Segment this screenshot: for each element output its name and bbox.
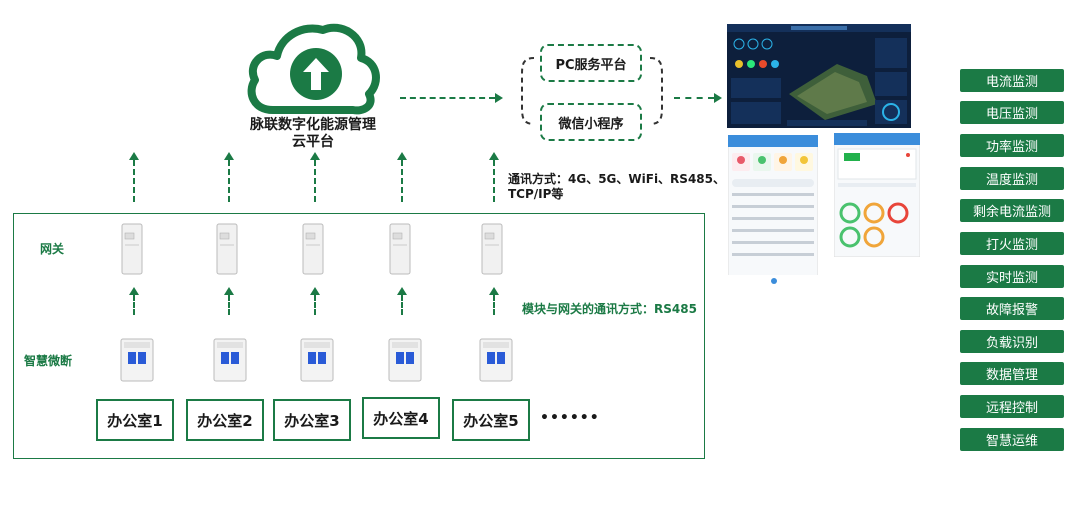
office-box-4: 办公室4 — [362, 397, 440, 439]
gateway-device-4 — [389, 223, 411, 275]
arrow-head-right-icon — [714, 93, 722, 103]
arrow-head-up-icon — [310, 287, 320, 295]
feature-load-identification: 负载识别 — [960, 330, 1064, 353]
arrow-head-up-icon — [489, 287, 499, 295]
office-box-3: 办公室3 — [273, 399, 351, 441]
arrow-head-right-icon — [495, 93, 503, 103]
breaker-label: 智慧微断 — [24, 354, 73, 368]
arrow-cloud-to-platform — [400, 97, 495, 99]
office-box-1: 办公室1 — [96, 399, 174, 441]
feature-current-monitoring: 电流监测 — [960, 69, 1064, 92]
feature-power-monitoring: 功率监测 — [960, 134, 1064, 157]
gateway-device-5 — [481, 223, 503, 275]
arrow-head-up-icon — [129, 152, 139, 160]
module-arrow-2 — [228, 295, 230, 315]
arrow-head-up-icon — [310, 152, 320, 160]
site-container — [13, 213, 705, 459]
uplink-arrow-2 — [228, 160, 230, 202]
platform-bracket — [521, 57, 663, 125]
uplink-arrow-3 — [314, 160, 316, 202]
pc-dashboard-screenshot — [727, 24, 911, 128]
feature-residual-current-monitoring: 剩余电流监测 — [960, 199, 1064, 222]
mobile-app-screenshot-2 — [834, 133, 920, 257]
feature-arc-monitoring: 打火监测 — [960, 232, 1064, 255]
arrow-head-up-icon — [397, 152, 407, 160]
feature-smart-operation: 智慧运维 — [960, 428, 1064, 451]
cloud-upload-icon — [247, 23, 380, 115]
pc-platform-box: PC服务平台 — [540, 44, 642, 82]
module-comm-text: 模块与网关的通讯方式：RS485 — [522, 302, 697, 316]
uplink-arrow-1 — [133, 160, 135, 202]
uplink-arrow-5 — [493, 160, 495, 202]
gateway-device-2 — [216, 223, 238, 275]
smart-breaker-1 — [120, 338, 154, 382]
feature-remote-control: 远程控制 — [960, 395, 1064, 418]
module-arrow-3 — [314, 295, 316, 315]
gateway-label: 网关 — [40, 242, 65, 256]
arrow-head-up-icon — [397, 287, 407, 295]
smart-breaker-2 — [213, 338, 247, 382]
arrow-platform-to-screens — [674, 97, 714, 99]
comm-method-text: 通讯方式：4G、5G、WiFi、RS485、 TCP/IP等 — [508, 172, 725, 201]
office-box-2: 办公室2 — [186, 399, 264, 441]
uplink-arrow-4 — [401, 160, 403, 202]
arrow-head-up-icon — [489, 152, 499, 160]
feature-data-management: 数据管理 — [960, 362, 1064, 385]
gateway-device-3 — [302, 223, 324, 275]
more-offices-ellipsis: •••••• — [540, 410, 600, 426]
smart-breaker-3 — [300, 338, 334, 382]
feature-temperature-monitoring: 温度监测 — [960, 167, 1064, 190]
gateway-device-1 — [121, 223, 143, 275]
mobile-app-screenshot-1 — [728, 135, 818, 287]
arrow-head-up-icon — [129, 287, 139, 295]
module-arrow-4 — [401, 295, 403, 315]
module-arrow-1 — [133, 295, 135, 315]
arrow-head-up-icon — [224, 152, 234, 160]
smart-breaker-5 — [479, 338, 513, 382]
cloud-platform-title: 脉联数字化能源管理 云平台 — [250, 117, 376, 150]
feature-fault-alarm: 故障报警 — [960, 297, 1064, 320]
module-arrow-5 — [493, 295, 495, 315]
wechat-miniprogram-box: 微信小程序 — [540, 103, 642, 141]
smart-breaker-4 — [388, 338, 422, 382]
office-box-5: 办公室5 — [452, 399, 530, 441]
arrow-head-up-icon — [224, 287, 234, 295]
feature-realtime-monitoring: 实时监测 — [960, 265, 1064, 288]
feature-voltage-monitoring: 电压监测 — [960, 101, 1064, 124]
